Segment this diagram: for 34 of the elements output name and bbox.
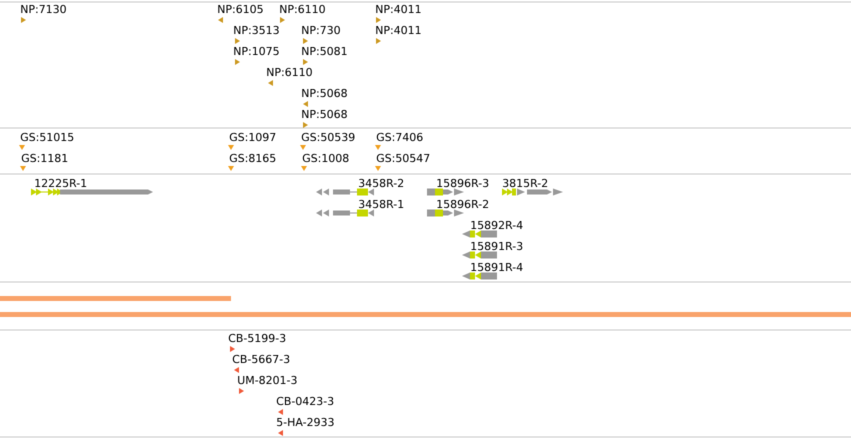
feature-label: UM-8201-3 xyxy=(238,376,297,384)
feature-label: NP:7130 xyxy=(21,4,66,14)
feature-label: GS:1008 xyxy=(302,154,348,162)
feature-label: GS:1097 xyxy=(230,132,276,142)
feature-label: 15892R-4 xyxy=(471,220,523,230)
feature-label: 15891R-3 xyxy=(471,242,522,250)
feature-label: CB-5667-3 xyxy=(232,354,290,364)
feature-label: GS:50547 xyxy=(376,154,430,162)
feature-label: 15896R-3 xyxy=(437,178,488,188)
feature-label: 12225R-1 xyxy=(35,178,86,188)
feature-label: NP:4011 xyxy=(376,26,421,34)
feature-label: NP:6105 xyxy=(218,4,263,14)
feature-label: GS:51015 xyxy=(20,132,74,142)
feature-label: 3815R-2 xyxy=(503,178,548,188)
feature-label: NP:5068 xyxy=(302,88,347,98)
feature-label: GS:1181 xyxy=(22,154,68,162)
feature-label: 5-HA-2933 xyxy=(277,418,334,426)
feature-label: 15896R-2 xyxy=(437,200,488,208)
feature-label: NP:6110 xyxy=(280,4,325,14)
feature-label: NP:1075 xyxy=(234,46,279,56)
feature-label: 3458R-2 xyxy=(359,178,404,188)
feature-label: CB-5199-3 xyxy=(228,334,286,342)
feature-label: NP:6110 xyxy=(267,68,312,76)
feature-label: NP:5081 xyxy=(302,46,347,56)
feature-label: 3458R-1 xyxy=(359,200,404,208)
feature-label: NP:730 xyxy=(302,26,340,34)
feature-label: CB-0423-3 xyxy=(276,396,334,406)
feature-label: 15891R-4 xyxy=(471,262,523,272)
feature-label: NP:3513 xyxy=(234,26,279,34)
feature-label: NP:4011 xyxy=(376,4,421,14)
feature-label: GS:8165 xyxy=(230,154,276,162)
feature-label: GS:7406 xyxy=(376,132,423,142)
feature-label: NP:5068 xyxy=(302,110,347,118)
feature-label: GS:50539 xyxy=(302,132,354,142)
